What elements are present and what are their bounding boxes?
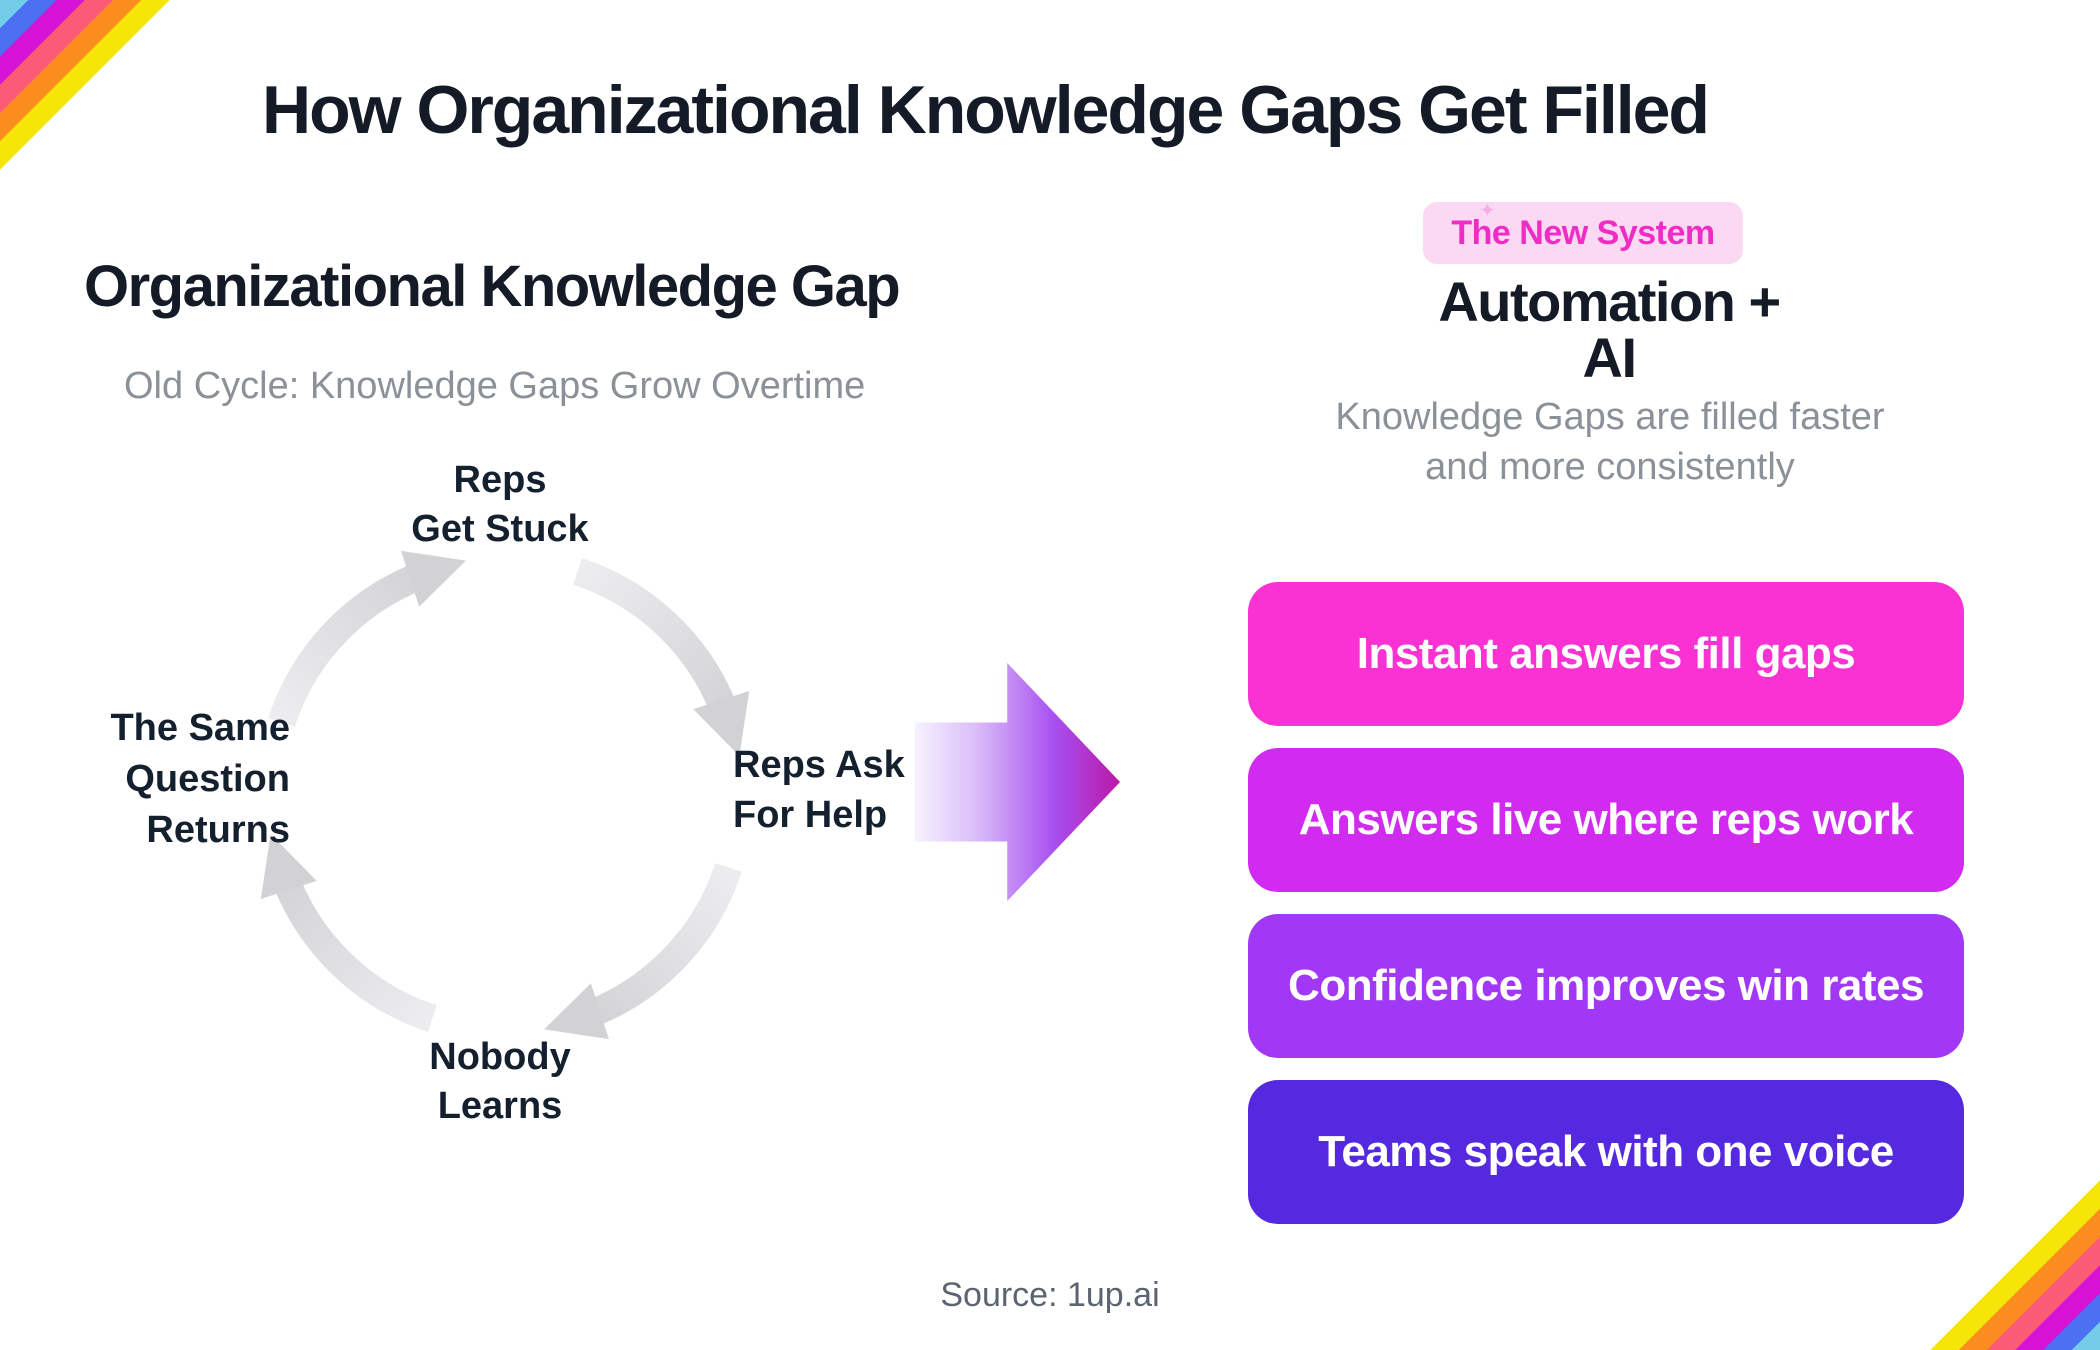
old-system-subtitle: Old Cycle: Knowledge Gaps Grow Overtime [124,365,866,407]
benefit-instant-answers: Instant answers fill gaps [1248,582,1964,726]
cycle-node-nobody-learns: Nobody Learns [429,1036,571,1127]
cycle-node-reps-get-stuck: Reps Get Stuck [411,459,589,550]
source-attribution: Source: 1up.ai [940,1276,1160,1314]
benefit-label: Answers live where reps work [1298,795,1914,844]
benefit-label: Teams speak with one voice [1318,1127,1894,1176]
benefits-list: Instant answers fill gaps Answers live w… [1248,582,1964,1224]
cycle-arrow-bottom-to-left [260,834,437,1032]
benefit-label: Confidence improves win rates [1288,961,1924,1010]
cycle-node-reps-ask-for-help: Reps Ask For Help [733,744,905,836]
old-system-heading: Organizational Knowledge Gap [84,254,901,319]
page-title: How Organizational Knowledge Gaps Get Fi… [262,72,1710,148]
sparkle-icon: ✦ [1479,200,1496,222]
cycle-arrow-top-to-right [573,558,750,756]
new-system-subtitle: Knowledge Gaps are filled faster and mor… [1335,396,1885,488]
cycle-arrow-left-to-top [268,550,466,727]
cycle-arrow-right-to-bottom [544,863,742,1040]
right-arrow-transition-icon [915,663,1120,901]
benefit-label: Instant answers fill gaps [1356,629,1856,678]
benefit-answers-live-where-reps-work: Answers live where reps work [1248,748,1964,892]
benefit-teams-speak-one-voice: Teams speak with one voice [1248,1080,1964,1224]
cycle-node-same-question-returns: The Same Question Returns [110,707,290,851]
new-system-heading: Automation + AI [1438,270,1781,389]
new-system-badge: ✦ The New System [1423,200,1743,264]
benefit-confidence-improves-win-rates: Confidence improves win rates [1248,914,1964,1058]
new-system-badge-label: The New System [1451,213,1715,252]
